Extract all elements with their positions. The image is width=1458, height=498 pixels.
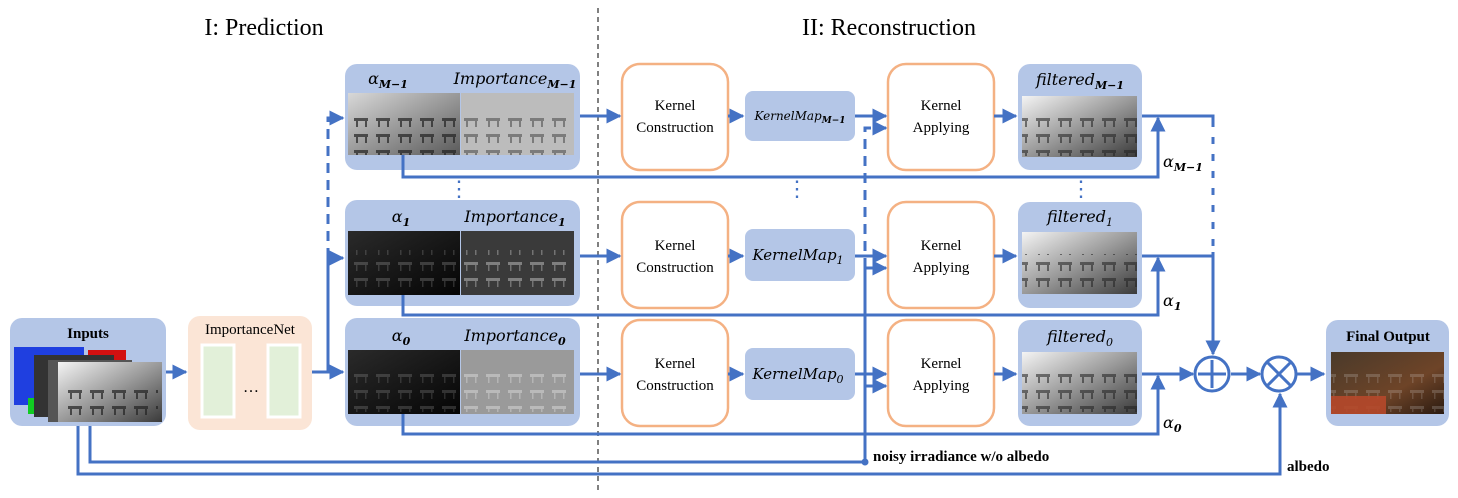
svg-text:Construction: Construction (636, 260, 714, 276)
svg-text:Kernel: Kernel (655, 238, 696, 254)
kernel-applying-mid: Kernel Applying (886, 200, 996, 310)
svg-text:Kernel: Kernel (921, 98, 962, 114)
svg-text:Applying: Applying (913, 120, 970, 136)
importance-net: ImportanceNet … (188, 316, 312, 430)
ellipsis-kernelmap: ⋮ (786, 176, 808, 201)
svg-text:filtered0: filtered0 (1046, 327, 1113, 349)
alpha-top-label: αM−1 (368, 69, 408, 91)
importance-net-label: ImportanceNet (205, 322, 296, 338)
importance-net-layer-last (266, 343, 302, 419)
reconstruction-title: II: Reconstruction (802, 15, 976, 41)
prediction-panel-bot: α0 Importance0 (345, 318, 580, 426)
prediction-panel-mid: α1 Importance1 (345, 200, 580, 306)
svg-text:filtered1: filtered1 (1046, 207, 1113, 229)
alpha-out-bot: α0 (1163, 413, 1182, 435)
svg-text:Kernel: Kernel (921, 356, 962, 372)
multiply-operator (1260, 355, 1298, 393)
kernel-applying-top: Kernel Applying (886, 62, 996, 172)
svg-text:filteredM−1: filteredM−1 (1035, 70, 1124, 92)
kernel-construction-mid: Kernel Construction (620, 200, 730, 310)
connections (76, 108, 1326, 476)
kernel-construction-bot: Kernel Construction (620, 318, 730, 428)
svg-text:Kernel: Kernel (655, 98, 696, 114)
importance-top-label: ImportanceM−1 (453, 69, 577, 91)
svg-text:Applying: Applying (913, 378, 970, 394)
svg-text:Construction: Construction (636, 120, 714, 136)
prediction-panel-top: αM−1 ImportanceM−1 (345, 64, 580, 170)
sum-operator (1193, 355, 1231, 393)
importance-bot-label: Importance0 (463, 326, 566, 348)
ellipsis-filtered: ⋮ (1070, 176, 1092, 201)
svg-text:Kernel: Kernel (655, 356, 696, 372)
alpha-out-top: αM−1 (1163, 152, 1203, 174)
svg-text:KernelMap1: KernelMap1 (751, 246, 843, 267)
kernel-map-top: KernelMapM−1 (745, 91, 855, 141)
alpha-mid-label: α1 (392, 207, 410, 229)
svg-text:Applying: Applying (913, 260, 970, 276)
filtered-panel-mid: filtered1 (1018, 202, 1142, 308)
final-output-panel: Final Output (1326, 320, 1449, 426)
filtered-panel-top: filteredM−1 (1018, 64, 1142, 170)
inputs-panel: Inputs (10, 318, 166, 426)
svg-text:KernelMap0: KernelMap0 (751, 365, 843, 386)
kernel-construction-top: Kernel Construction (620, 62, 730, 172)
importance-mid-label: Importance1 (463, 207, 565, 229)
ellipsis-prediction: ⋮ (448, 176, 470, 201)
svg-text:Construction: Construction (636, 378, 714, 394)
kernel-applying-bot: Kernel Applying (886, 318, 996, 428)
prediction-title: I: Prediction (204, 15, 323, 41)
albedo-label: albedo (1287, 459, 1330, 475)
kernel-map-bot: KernelMap0 (745, 348, 855, 400)
inputs-label: Inputs (67, 326, 109, 342)
alpha-out-mid: α1 (1163, 291, 1181, 313)
kernel-map-mid: KernelMap1 (745, 229, 855, 281)
alpha-bot-label: α0 (392, 326, 411, 348)
svg-text:Kernel: Kernel (921, 238, 962, 254)
filtered-panel-bot: filtered0 (1018, 320, 1142, 426)
svg-text:KernelMapM−1: KernelMapM−1 (753, 109, 845, 126)
importance-net-ellipsis: … (243, 379, 259, 396)
importance-net-layer-first (200, 343, 236, 419)
junction-dot (861, 458, 869, 466)
noisy-irradiance-label: noisy irradiance w/o albedo (873, 449, 1049, 465)
final-output-label: Final Output (1346, 329, 1430, 345)
